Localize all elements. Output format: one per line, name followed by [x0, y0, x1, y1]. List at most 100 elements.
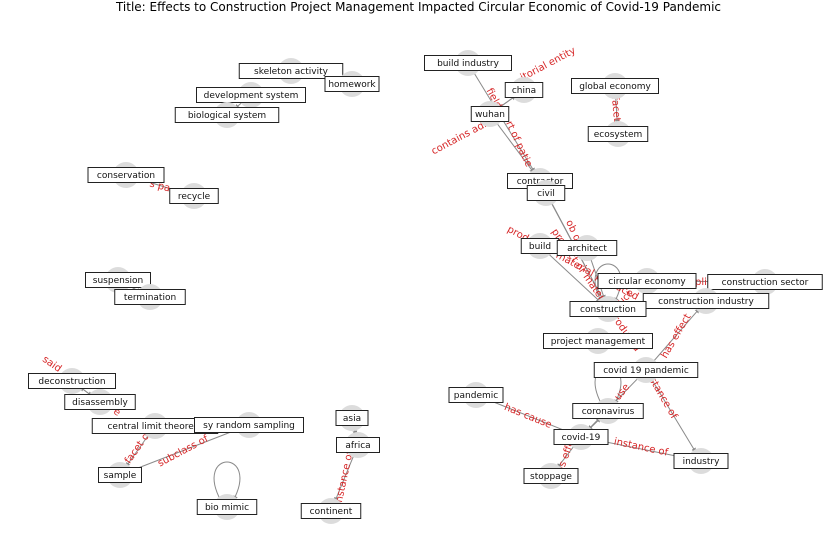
node-box — [572, 403, 644, 419]
edge-label-simple_random_sampling-sample: subclass of — [156, 433, 211, 469]
edge-label-pandemic-covid_19: has cause — [502, 402, 553, 431]
node-label: build industry — [437, 59, 500, 69]
node-pandemic: pandemic — [448, 382, 504, 408]
node-box — [169, 188, 219, 204]
node-box — [470, 106, 510, 122]
edge-bio_mimic-bio_mimic — [213, 461, 241, 502]
node-disassembly: disassembly — [64, 389, 136, 415]
node-global_economy: global economy — [571, 73, 659, 99]
node-label: continent — [310, 507, 353, 517]
node-label: disassembly — [72, 398, 128, 408]
node-label: sy random sampling — [203, 421, 295, 431]
node-continent: continent — [300, 498, 362, 524]
node-label: circular economy — [608, 277, 686, 287]
node-box — [300, 503, 362, 519]
node-box — [593, 362, 699, 378]
node-simple_random_sampling: sy random sampling — [194, 412, 304, 438]
node-label: ecosystem — [594, 130, 643, 140]
node-box — [196, 499, 258, 515]
node-label: africa — [345, 441, 370, 451]
node-box — [523, 468, 579, 484]
node-label: stoppage — [530, 472, 572, 482]
node-industry: industry — [673, 448, 729, 474]
node-coronavirus: coronavirus — [572, 398, 644, 424]
edge-label-wuhan-contractor: rt of patie — [503, 120, 534, 169]
node-deconstruction: deconstruction — [28, 368, 116, 394]
node-box — [238, 63, 344, 79]
node-label: covid 19 pandemic — [603, 366, 689, 376]
node-build: build — [520, 233, 560, 259]
node-box — [324, 76, 380, 92]
edge-label-disassembly-deconstruction: e — [111, 406, 122, 419]
node-africa: africa — [336, 432, 380, 458]
node-box — [64, 394, 136, 410]
node-label: deconstruction — [38, 377, 105, 387]
node-label: covid-19 — [562, 433, 601, 443]
node-box — [553, 429, 609, 445]
node-stoppage: stoppage — [523, 463, 579, 489]
edge-label-covid_19_pandemic-covid_19: use — [613, 382, 633, 403]
node-construction: construction — [569, 296, 647, 322]
node-homework: homework — [324, 71, 380, 97]
node-conservation: conservation — [87, 162, 165, 188]
node-label: sample — [104, 471, 137, 481]
node-label: global economy — [579, 82, 651, 92]
node-box — [556, 240, 618, 256]
node-label: skeleton activity — [254, 67, 329, 77]
node-sample: sample — [98, 462, 142, 488]
node-box — [673, 453, 729, 469]
node-box — [424, 55, 512, 71]
chart-title: Title: Effects to Construction Project M… — [115, 0, 722, 14]
node-label: suspension — [93, 276, 143, 286]
node-architect: architect — [556, 235, 618, 261]
node-circular_economy: circular economy — [597, 268, 697, 294]
node-box — [448, 387, 504, 403]
node-project_management: project management — [543, 328, 653, 354]
node-label: pandemic — [454, 391, 498, 401]
node-box — [504, 82, 544, 98]
node-box — [543, 333, 653, 349]
edge-covid_19_pandemic-construction_industry — [645, 307, 701, 371]
edge-label-deconstruction-disassembly: said — [40, 354, 63, 375]
node-box — [196, 87, 306, 103]
node-label: asia — [343, 414, 361, 424]
node-asia: asia — [335, 405, 369, 431]
node-label: homework — [328, 80, 376, 90]
node-label: construction sector — [722, 278, 809, 288]
edge-label-covid_19_pandemic-construction_industry: has effect — [659, 312, 693, 360]
node-build_industry: build industry — [424, 50, 512, 76]
node-label: central limit theorem — [107, 422, 202, 432]
edge-label-covid_19-industry: instance of — [613, 436, 670, 458]
node-box — [194, 417, 304, 433]
node-label: development system — [204, 91, 299, 101]
node-label: civil — [537, 189, 555, 199]
nodes-layer: skeleton activity homework development sys… — [28, 50, 823, 524]
node-label: china — [512, 86, 536, 96]
node-skeleton_activity: skeleton activity — [238, 58, 344, 84]
node-label: biological system — [188, 111, 266, 121]
node-recycle: recycle — [169, 183, 219, 209]
node-label: coronavirus — [582, 407, 635, 417]
node-wuhan: wuhan — [470, 101, 510, 127]
node-label: industry — [683, 457, 721, 467]
node-box — [569, 301, 647, 317]
node-central_limit_theorem: central limit theorem — [91, 413, 219, 439]
node-china: china — [504, 77, 544, 103]
node-bio_mimic: bio mimic — [196, 494, 258, 520]
node-box — [28, 373, 116, 389]
node-covid_19: covid-19 — [553, 424, 609, 450]
node-label: construction industry — [658, 297, 754, 307]
node-covid_19_pandemic: covid 19 pandemic — [593, 357, 699, 383]
node-box — [597, 273, 697, 289]
node-biological_system: biological system — [174, 102, 280, 128]
node-label: project management — [551, 337, 646, 347]
node-box — [707, 274, 823, 290]
node-box — [587, 126, 649, 142]
node-ecosystem: ecosystem — [587, 121, 649, 147]
node-box — [571, 78, 659, 94]
node-civil: civil — [526, 180, 566, 206]
edge-label-global_economy-ecosystem: facet — [609, 96, 622, 122]
node-box — [114, 289, 186, 305]
